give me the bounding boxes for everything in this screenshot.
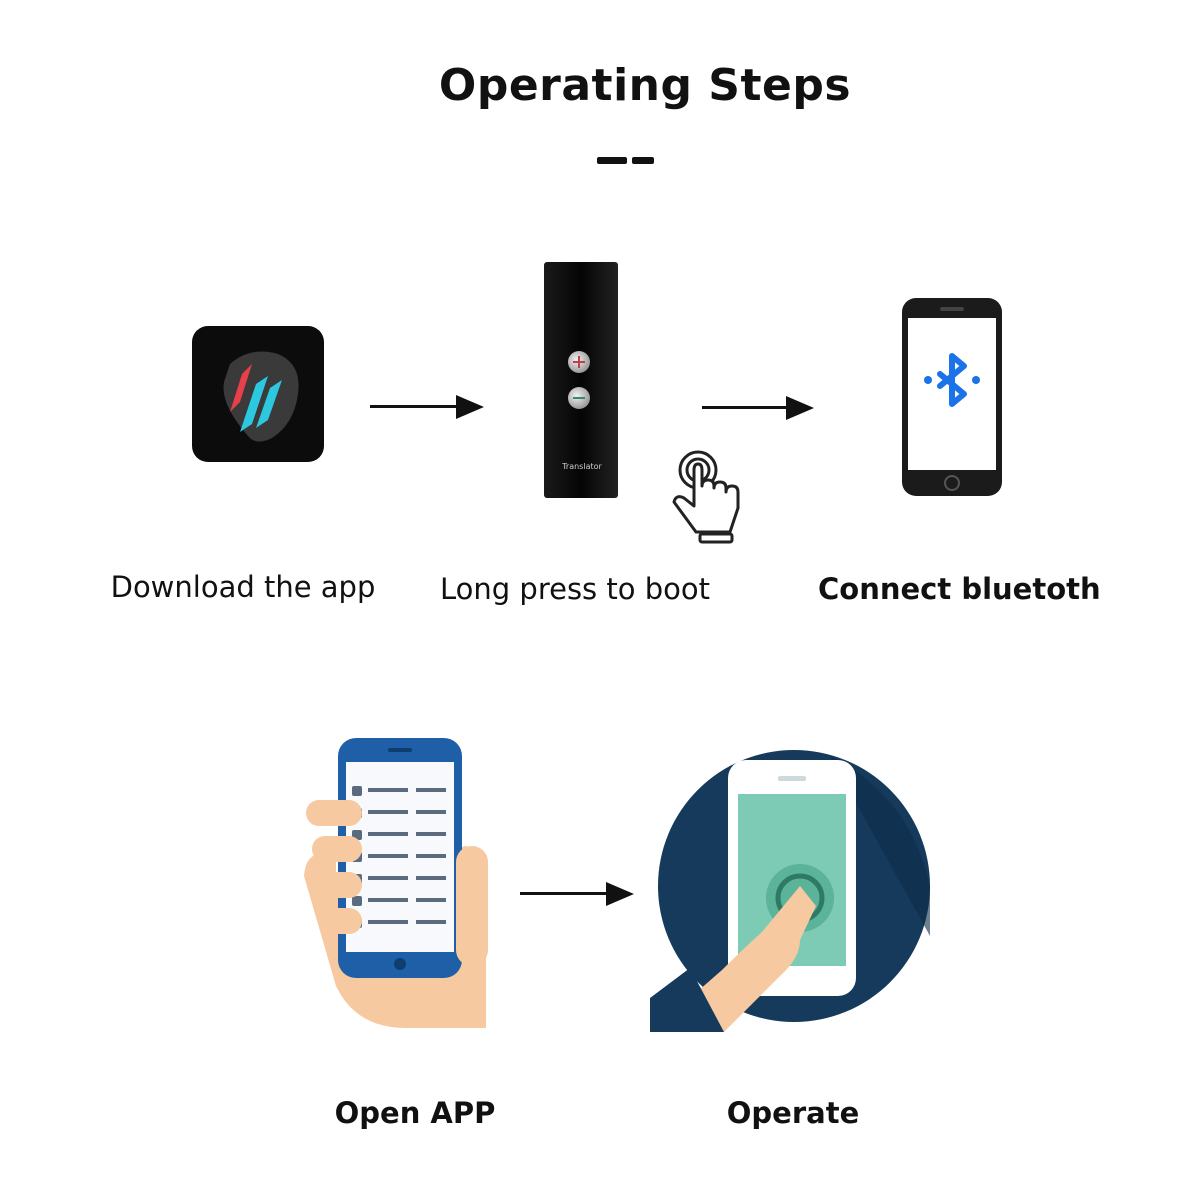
title-underline-dash-2 [632, 157, 654, 164]
step-label-download-app: Download the app [110, 570, 376, 604]
hand-phone-icon [304, 738, 488, 1028]
arrow-step-2-to-3 [702, 393, 814, 423]
device-brand-text: Translator [562, 462, 602, 471]
step-label-operate: Operate [726, 1096, 860, 1130]
app-logo-icon [192, 326, 324, 462]
bluetooth-icon [924, 353, 980, 407]
arrow-step-1-to-2 [370, 392, 484, 422]
title-underline-dash-1 [597, 157, 627, 164]
step-label-connect-bluetooth: Connect bluetoth [818, 572, 1101, 606]
finger-press-icon [672, 450, 740, 544]
arrow-step-4-to-5 [520, 879, 634, 909]
finger-tap-phone-icon [650, 750, 930, 1032]
step-label-long-press: Long press to boot [440, 572, 710, 606]
translator-device-icon [544, 262, 618, 498]
page-title: Operating Steps [438, 60, 852, 111]
step-label-open-app: Open APP [334, 1096, 496, 1130]
bluetooth-phone-icon [902, 298, 1002, 496]
